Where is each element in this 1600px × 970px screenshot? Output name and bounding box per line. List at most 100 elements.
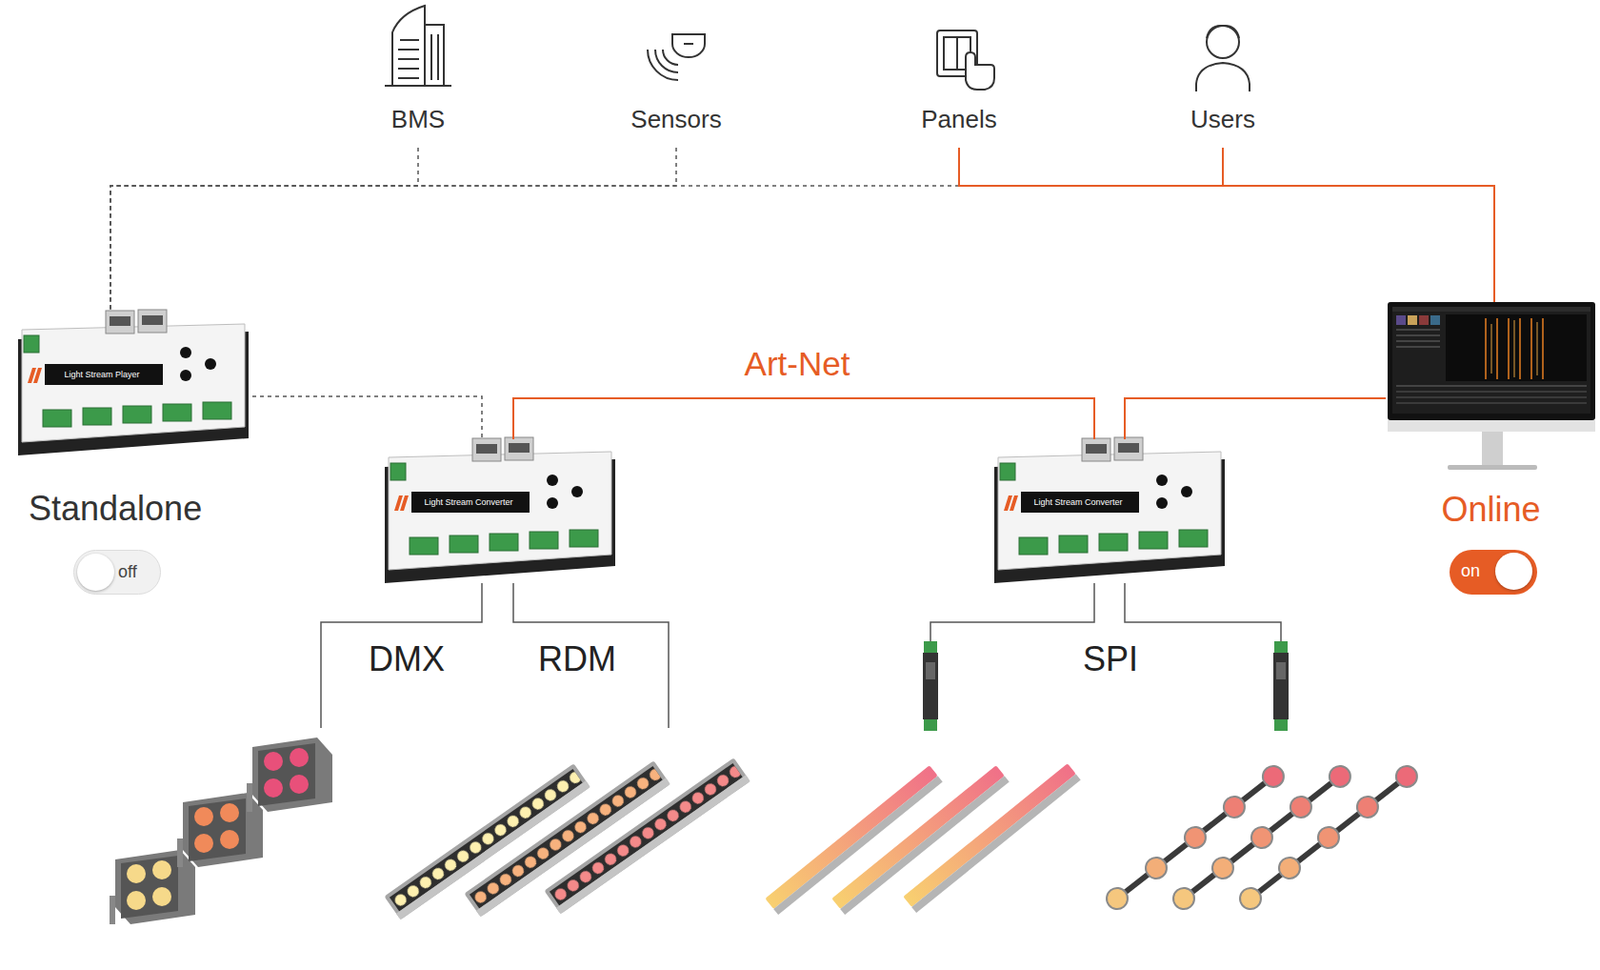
- floodlight: [289, 774, 309, 794]
- player-device: Light Stream PlayerStandalone: [16, 311, 253, 533]
- floodlight: [177, 838, 183, 867]
- sensor-icon: [672, 34, 705, 58]
- sensor-icon: [662, 49, 679, 65]
- mode-label: Online: [1385, 489, 1597, 529]
- floodlight: [263, 751, 283, 771]
- building-icon: [392, 5, 425, 86]
- monitor-illustration: [1392, 306, 1591, 414]
- output-wire: [1124, 582, 1281, 641]
- floodlight: [246, 737, 333, 812]
- signal-label: RDM: [538, 639, 617, 679]
- floodlight: [194, 806, 214, 826]
- monitor-illustration: [1419, 315, 1429, 325]
- output-wire: [513, 582, 669, 728]
- sensor-icon: [647, 49, 679, 80]
- monitor-illustration: [1445, 314, 1587, 381]
- monitor-illustration: [1396, 390, 1587, 393]
- floodlight: [289, 747, 309, 767]
- signal-label: SPI: [1082, 639, 1139, 679]
- monitor-illustration: [1407, 315, 1418, 325]
- network-connector: [959, 147, 1495, 302]
- wall-washer: [556, 774, 751, 914]
- monitor-illustration: [1430, 315, 1440, 325]
- converter-illustration: [994, 437, 1225, 583]
- monitor-illustration: [1396, 315, 1406, 325]
- dashed-connector: [252, 396, 482, 440]
- floodlight: [263, 778, 283, 798]
- spi-decoder: [923, 640, 938, 653]
- monitor-illustration: [1447, 464, 1538, 470]
- network-connector: [513, 398, 1095, 440]
- monitor-illustration: [1396, 396, 1587, 399]
- toggle-knob: [1495, 552, 1533, 590]
- user-icon: [1206, 25, 1240, 59]
- converter-device: Light Stream Converter: [990, 439, 1229, 587]
- building-icon: [398, 34, 439, 80]
- building-icon: [424, 24, 444, 86]
- output-wire: [320, 582, 482, 728]
- icon-label: BMS: [351, 105, 485, 135]
- device-tag: Light Stream Converter: [409, 491, 528, 513]
- dashed-connector: [110, 147, 677, 312]
- monitor-illustration: [1396, 345, 1440, 348]
- toggle-label: off: [118, 560, 157, 582]
- spi-decoder: [1274, 640, 1288, 653]
- user-icon: [1206, 25, 1240, 39]
- output-wire: [320, 582, 1281, 728]
- monitor-illustration: [1396, 340, 1440, 342]
- monitor-illustration: [1396, 328, 1440, 331]
- icon-node: Sensors: [609, 3, 743, 148]
- toggle-knob: [77, 553, 115, 591]
- monitor-illustration: [1387, 301, 1596, 470]
- spi-decoder: [923, 719, 938, 731]
- pixel-string: [1236, 761, 1422, 914]
- icon-node: Panels: [892, 3, 1026, 148]
- monitor-illustration: [1396, 334, 1440, 337]
- monitor-illustration: [1491, 320, 1538, 378]
- floodlight: [258, 742, 316, 806]
- network-connector: [1222, 147, 1495, 302]
- floodlight: [194, 833, 214, 853]
- sensor-icon: [683, 42, 694, 45]
- led-bar: [911, 773, 1081, 913]
- panel-icon: [956, 37, 959, 70]
- monitor-illustration: [1396, 384, 1587, 387]
- floodlight: [252, 737, 333, 812]
- floodlight: [152, 886, 172, 906]
- converter-device: Light Stream Converter: [380, 439, 620, 587]
- player-illustration: [18, 309, 249, 456]
- wall-washer: [543, 757, 750, 914]
- monitor-illustration: [1396, 401, 1587, 404]
- spi-decoder: [922, 652, 939, 720]
- monitor-illustration: [1481, 431, 1503, 466]
- led-bar: [902, 762, 1076, 907]
- floodlight: [126, 863, 146, 883]
- panel-icon: [965, 52, 995, 90]
- edge-label: Art-Net: [740, 344, 855, 383]
- floodlight: [152, 860, 172, 880]
- device-tag: Light Stream Converter: [1019, 491, 1138, 513]
- monitor: Online: [1385, 301, 1597, 531]
- icon-label: Sensors: [609, 105, 743, 135]
- toggle-label: on: [1460, 560, 1496, 581]
- floodlight: [188, 798, 246, 861]
- floodlight: [126, 890, 146, 910]
- monitor-illustration: [1485, 318, 1543, 380]
- wall-washer: [543, 757, 750, 914]
- converter-illustration: [384, 437, 616, 583]
- dashed-connector: [110, 147, 419, 312]
- floodlight: [220, 802, 240, 822]
- floodlight: [109, 895, 116, 924]
- led-bar: [902, 762, 1080, 913]
- icon-label: Users: [1156, 105, 1290, 135]
- user-icon: [1196, 25, 1250, 92]
- dashed-connector: [110, 147, 960, 312]
- sensor-icon: [655, 49, 679, 73]
- output-wire: [930, 582, 1095, 641]
- toggle-switch: off: [73, 549, 161, 595]
- spi-decoder: [1273, 652, 1289, 720]
- mode-label: Standalone: [28, 488, 239, 528]
- user-icon: [1196, 62, 1250, 92]
